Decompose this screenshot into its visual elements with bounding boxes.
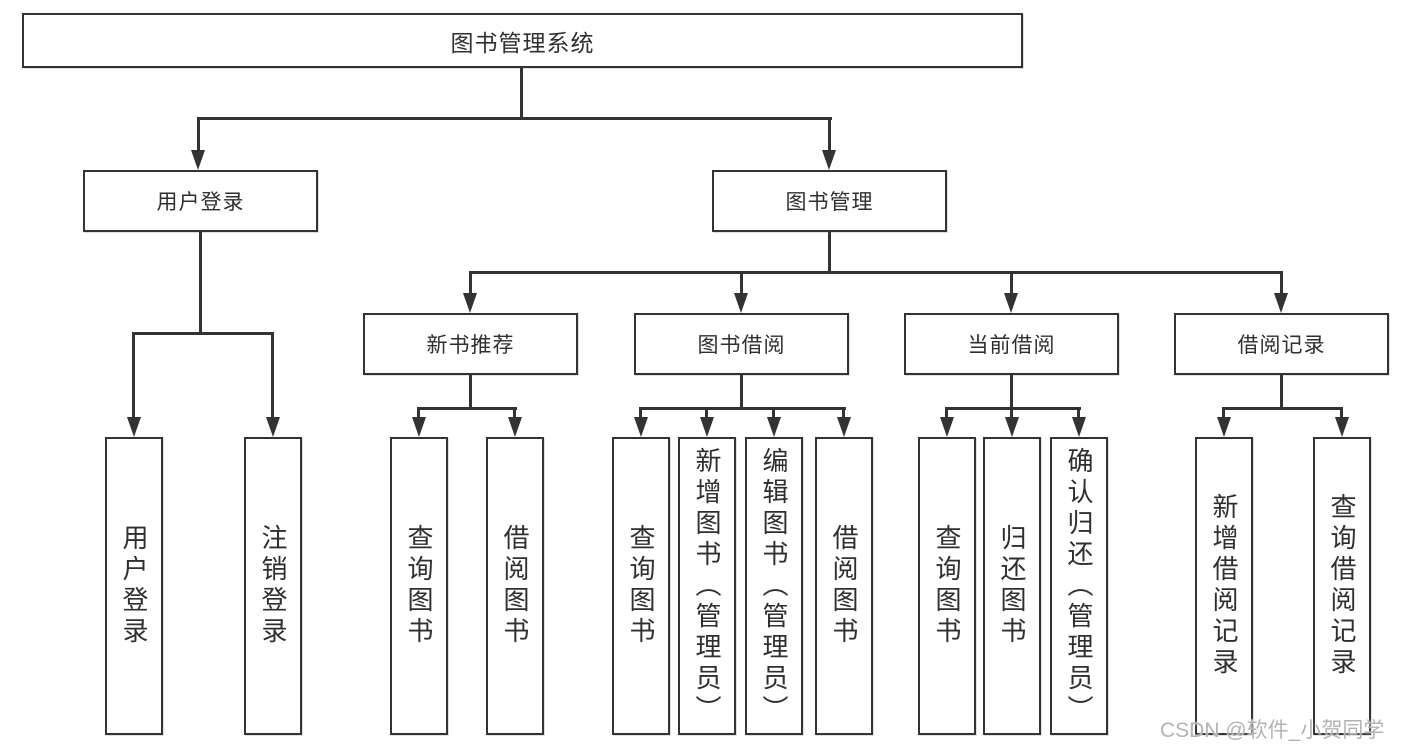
arrowhead-leaf	[508, 417, 522, 437]
node-new-book-recommend-label: 新书推荐	[426, 334, 515, 357]
leaf-query-book-label: 查询图书	[404, 524, 434, 648]
connector-leaf-drop	[1340, 407, 1343, 419]
leaf-add-book-admin-label: 新增图书（管理员）	[692, 446, 722, 726]
leaf-query-book: 查询图书	[390, 437, 448, 735]
connector-leaf-login-drop	[132, 332, 135, 419]
node-current-borrow: 当前借阅	[904, 313, 1119, 375]
leaf-query-book-label: 查询图书	[932, 524, 962, 648]
leaf-edit-book-admin: 编辑图书（管理员）	[745, 437, 803, 735]
arrowhead-leaf-login	[127, 417, 141, 437]
arrowhead-leaf	[767, 417, 781, 437]
connector-current-stem	[1010, 375, 1013, 410]
connector-new-book-stem	[469, 375, 472, 410]
node-user-login: 用户登录	[83, 170, 318, 232]
connector-book-mgmt-stem	[828, 232, 831, 274]
arrowhead-borrow	[734, 293, 748, 313]
arrowhead-leaf	[837, 417, 851, 437]
node-book-management: 图书管理	[712, 170, 947, 232]
leaf-user-login-label: 用户登录	[119, 524, 149, 648]
node-current-borrow-label: 当前借阅	[967, 334, 1056, 357]
connector-level3-rail	[469, 271, 1283, 274]
connector-current-rail	[945, 407, 1081, 410]
node-user-login-label: 用户登录	[156, 191, 245, 214]
node-library-system-label: 图书管理系统	[450, 29, 595, 56]
leaf-return-book-label: 归还图书	[997, 524, 1027, 648]
connector-root-stem	[520, 68, 523, 120]
arrowhead-new-book	[463, 293, 477, 313]
node-book-borrow-label: 图书借阅	[697, 334, 786, 357]
leaf-user-login: 用户登录	[105, 437, 163, 735]
connector-records-stem	[1280, 375, 1283, 410]
connector-book-borrow-stem	[740, 375, 743, 410]
node-borrow-records: 借阅记录	[1174, 313, 1389, 375]
connector-user-login-stem	[199, 232, 202, 335]
connector-leaf-drop	[772, 407, 775, 419]
connector-current-drop	[1010, 271, 1013, 295]
connector-user-login-rail	[132, 332, 274, 335]
arrowhead-leaf	[940, 417, 954, 437]
arrowhead-book-mgmt	[822, 150, 836, 170]
arrowhead-leaf	[700, 417, 714, 437]
arrowhead-records	[1274, 293, 1288, 313]
connector-leaf-drop	[417, 407, 420, 419]
connector-book-borrow-rail	[639, 407, 846, 410]
arrowhead-leaf	[1005, 417, 1019, 437]
leaf-edit-book-admin-label: 编辑图书（管理员）	[759, 446, 789, 726]
leaf-add-borrow-record-label: 新增借阅记录	[1209, 493, 1239, 679]
leaf-confirm-return-admin-label: 确认归还（管理员）	[1064, 446, 1094, 726]
connector-borrow-drop	[740, 271, 743, 295]
connector-leaf-drop	[639, 407, 642, 419]
arrowhead-leaf-logout	[266, 417, 280, 437]
connector-leaf-drop	[1010, 407, 1013, 419]
leaf-query-book: 查询图书	[918, 437, 976, 735]
connector-records-rail	[1222, 407, 1343, 410]
leaf-borrow-book: 借阅图书	[486, 437, 544, 735]
leaf-borrow-book-label: 借阅图书	[500, 524, 530, 648]
connector-leaf-drop	[842, 407, 845, 419]
leaf-query-borrow-record: 查询借阅记录	[1313, 437, 1371, 735]
connector-user-login-drop	[197, 117, 200, 153]
connector-records-drop	[1280, 271, 1283, 295]
leaf-logout-label: 注销登录	[258, 524, 288, 648]
arrowhead-leaf	[634, 417, 648, 437]
node-new-book-recommend: 新书推荐	[363, 313, 578, 375]
arrowhead-leaf	[1072, 417, 1086, 437]
leaf-add-borrow-record: 新增借阅记录	[1195, 437, 1253, 735]
csdn-watermark: CSDN @软件_小贺同学	[1160, 719, 1385, 742]
connector-leaf-logout-drop	[271, 332, 274, 419]
arrowhead-current	[1004, 293, 1018, 313]
node-book-borrow: 图书借阅	[634, 313, 849, 375]
leaf-logout: 注销登录	[244, 437, 302, 735]
leaf-borrow-book-label: 借阅图书	[829, 524, 859, 648]
connector-leaf-drop	[945, 407, 948, 419]
connector-level2-rail	[197, 117, 832, 120]
node-library-system: 图书管理系统	[22, 13, 1023, 68]
leaf-query-borrow-record-label: 查询借阅记录	[1327, 493, 1357, 679]
node-book-management-label: 图书管理	[785, 191, 874, 214]
leaf-borrow-book: 借阅图书	[815, 437, 873, 735]
leaf-query-book: 查询图书	[612, 437, 670, 735]
connector-leaf-drop	[1077, 407, 1080, 419]
connector-new-book-drop	[469, 271, 472, 295]
arrowhead-leaf	[1217, 417, 1231, 437]
node-borrow-records-label: 借阅记录	[1237, 334, 1326, 357]
leaf-return-book: 归还图书	[983, 437, 1041, 735]
arrowhead-leaf	[412, 417, 426, 437]
connector-leaf-drop	[513, 407, 516, 419]
leaf-confirm-return-admin: 确认归还（管理员）	[1050, 437, 1108, 735]
connector-book-mgmt-drop	[828, 117, 831, 153]
arrowhead-leaf	[1335, 417, 1349, 437]
arrowhead-user-login	[191, 150, 205, 170]
connector-leaf-drop	[705, 407, 708, 419]
connector-new-book-rail	[417, 407, 517, 410]
leaf-query-book-label: 查询图书	[626, 524, 656, 648]
leaf-add-book-admin: 新增图书（管理员）	[678, 437, 736, 735]
connector-leaf-drop	[1222, 407, 1225, 419]
